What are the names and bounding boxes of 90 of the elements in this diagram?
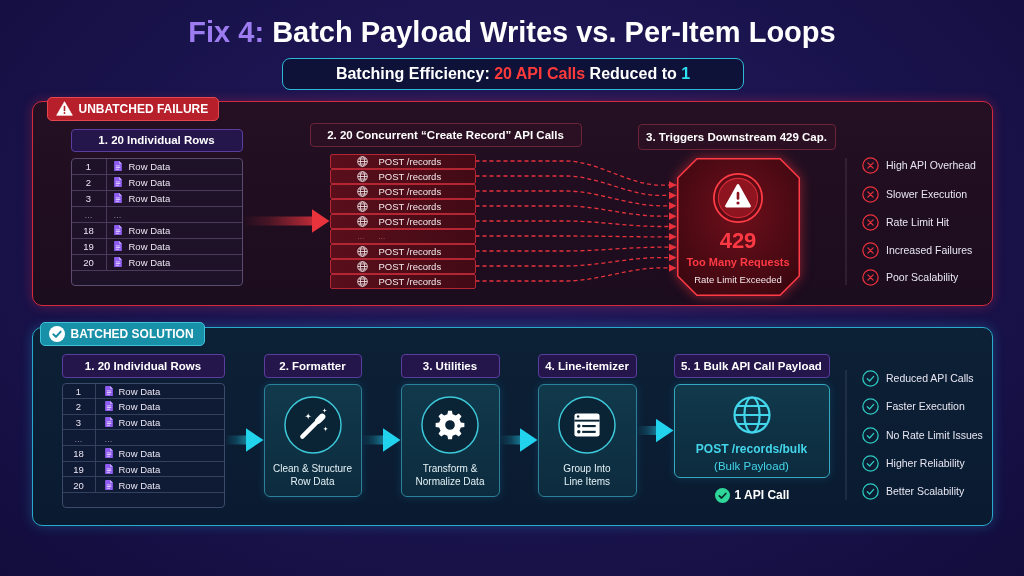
dashed-arrow	[474, 190, 678, 210]
ellipsis: ...	[84, 208, 93, 220]
row-number: 19	[73, 463, 84, 475]
request-text: POST /records	[378, 245, 442, 257]
row-text: Row Data	[128, 224, 171, 236]
error-title: Too Many Requests	[686, 254, 790, 269]
dashed-arrow	[474, 205, 678, 221]
payload-text: (Bulk Payload)	[714, 458, 789, 473]
feature-text: Poor Scalability	[886, 271, 959, 283]
step-heading: 1. 20 Individual Rows	[70, 128, 243, 152]
block-arrow	[636, 418, 674, 443]
dashed-arrow	[474, 160, 678, 190]
row-number: 20	[83, 256, 94, 268]
row-number: 2	[75, 400, 82, 412]
error-detail: Rate Limit Exceeded	[694, 273, 782, 286]
step-heading: 3. Utilities	[400, 353, 500, 378]
endpoint-text: POST /records/bulk	[695, 441, 808, 456]
error-card	[676, 157, 800, 296]
api-card	[673, 383, 830, 478]
row-number: 20	[73, 479, 84, 491]
summary-banner: Batching Efficiency: 20 API Calls Reduced to 1	[282, 58, 744, 90]
step-heading: 3. Triggers Downstream 429 Cap.	[637, 123, 836, 150]
feature-text: Increased Failures	[886, 244, 973, 256]
request-text: POST /records	[378, 185, 442, 197]
dashed-arrow	[474, 253, 678, 267]
feature-text: Faster Execution	[886, 400, 965, 412]
step-heading: 4. Line-itemizer	[537, 353, 637, 378]
request-text: POST /records	[378, 215, 442, 227]
card-text: Group Into Line Items	[562, 461, 612, 488]
card-text: Transform & Normalize Data	[414, 461, 486, 488]
row-text: Row Data	[118, 447, 161, 459]
feature-text: Rate Limit Hit	[886, 216, 949, 228]
row-text: Row Data	[128, 192, 171, 204]
ellipsis: ...	[113, 208, 122, 220]
row-number: 1	[75, 385, 82, 397]
request-row	[329, 153, 476, 169]
step-heading: 2. 20 Concurrent “Create Record” API Calls	[309, 122, 582, 147]
ellipsis: ...	[74, 432, 83, 444]
process-card	[537, 383, 637, 497]
row-text: Row Data	[118, 416, 161, 428]
row-text: Row Data	[128, 160, 171, 172]
row-text: Row Data	[118, 479, 161, 491]
feature-text: Slower Execution	[886, 188, 968, 200]
title: Fix 4: Batch Payload Writes vs. Per-Item Loops	[188, 15, 836, 50]
request-text: POST /records	[378, 155, 442, 167]
request-text: POST /records	[378, 275, 442, 287]
section-title: BATCHED SOLUTION	[70, 326, 194, 341]
feature-text: Better Scalability	[886, 485, 965, 497]
row-number: 1	[85, 160, 92, 172]
caption-text: 1 API Call	[734, 488, 790, 502]
ellipsis: ...	[378, 231, 386, 241]
process-card	[263, 383, 362, 497]
status-code: 429	[719, 228, 757, 253]
row-number: 3	[85, 192, 92, 204]
block-arrow	[361, 428, 401, 452]
row-number: 3	[75, 416, 82, 428]
row-text: Row Data	[128, 176, 171, 188]
dashed-arrow	[474, 175, 678, 200]
dashed-arrow	[474, 220, 678, 231]
data-table	[70, 157, 243, 286]
section-title: UNBATCHED FAILURE	[78, 101, 209, 116]
feature-text: High API Overhead	[886, 159, 976, 171]
row-number: 18	[83, 224, 94, 236]
process-card	[400, 383, 500, 497]
data-table	[61, 382, 225, 508]
row-number: 18	[73, 447, 84, 459]
dashed-arrow	[474, 243, 678, 252]
request-text: POST /records	[378, 170, 442, 182]
row-number: 19	[83, 240, 94, 252]
step-heading: 5. 1 Bulk API Call Payload	[673, 353, 830, 378]
ellipsis: ...	[357, 231, 365, 241]
feature-text: No Rate Limit Issues	[886, 429, 983, 441]
row-number: 2	[85, 176, 92, 188]
block-arrow	[224, 428, 264, 452]
row-text: Row Data	[128, 240, 171, 252]
request-text: POST /records	[378, 200, 442, 212]
dashed-arrow	[474, 232, 678, 241]
card-text: Clean & Structure Row Data	[272, 461, 353, 488]
step-heading: 2. Formatter	[263, 353, 362, 378]
request-text: POST /records	[378, 260, 442, 272]
step-heading: 1. 20 Individual Rows	[61, 353, 225, 378]
feature-text: Reduced API Calls	[886, 372, 974, 384]
block-arrow	[499, 428, 538, 452]
dashed-arrow	[474, 263, 678, 282]
ellipsis: ...	[104, 432, 113, 444]
row-text: Row Data	[118, 463, 161, 475]
row-text: Row Data	[118, 400, 161, 412]
feature-text: Higher Reliability	[886, 457, 965, 469]
row-text: Row Data	[118, 385, 161, 397]
row-text: Row Data	[128, 256, 171, 268]
